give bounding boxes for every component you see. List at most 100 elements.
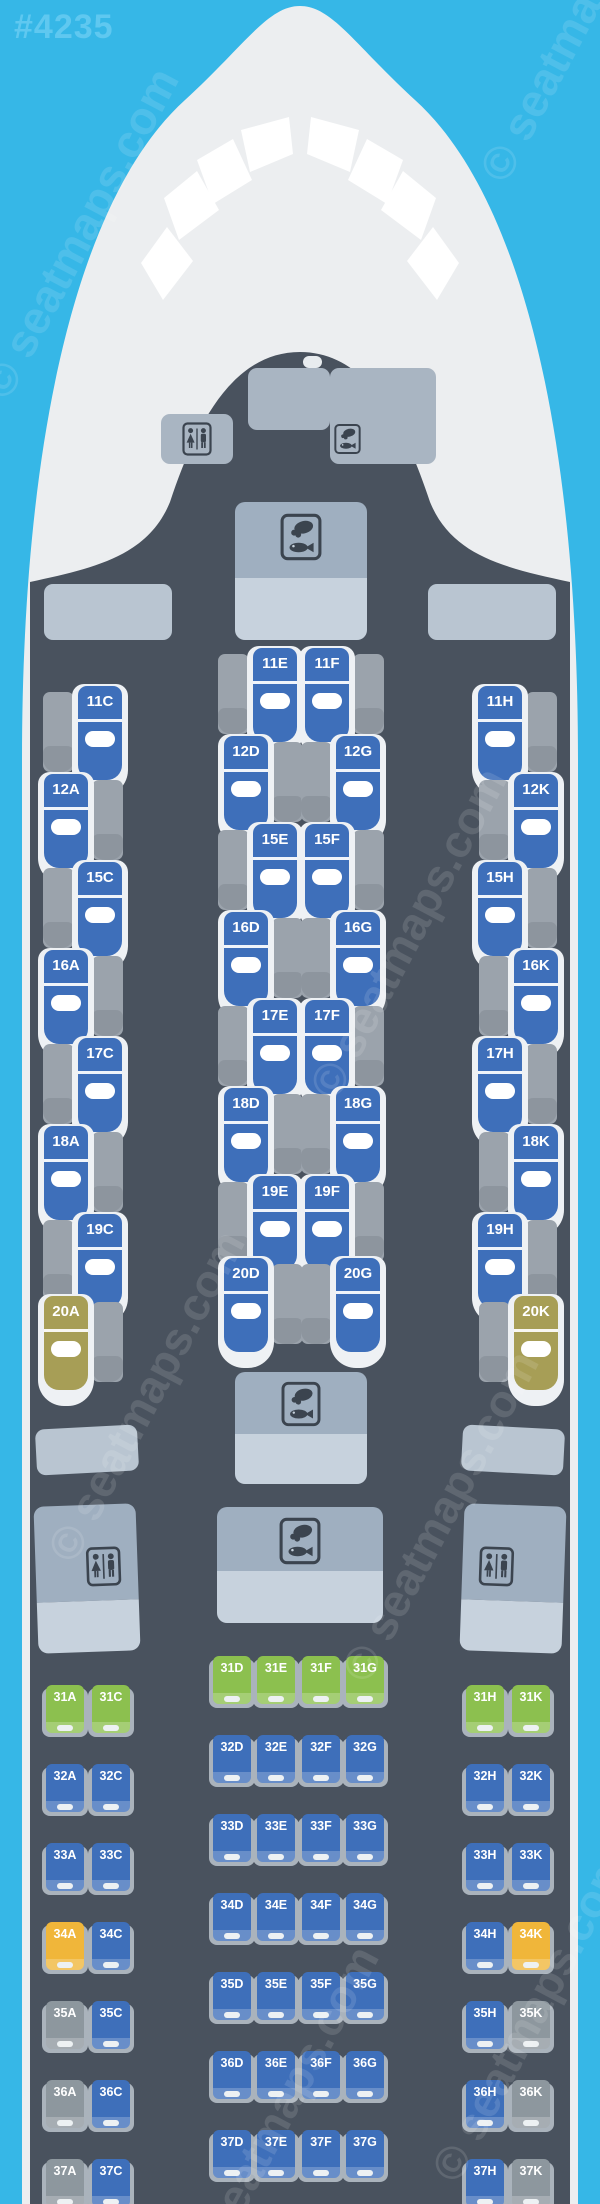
seat-32D[interactable]: 32D <box>209 1735 255 1787</box>
seat-31F[interactable]: 31F <box>298 1656 344 1708</box>
seat-15H[interactable]: 15H <box>472 860 557 972</box>
seat-36A[interactable]: 36A <box>42 2080 88 2132</box>
seat-31A[interactable]: 31A <box>42 1685 88 1737</box>
seat-34D[interactable]: 34D <box>209 1893 255 1945</box>
seat-headrest-pill <box>57 1804 73 1810</box>
seat-headrest-pill <box>224 2170 240 2176</box>
seat-33K[interactable]: 33K <box>508 1843 554 1895</box>
seat-headrest-pill <box>103 2199 119 2204</box>
seat-32C[interactable]: 32C <box>88 1764 134 1816</box>
seat-16K[interactable]: 16K <box>479 948 564 1060</box>
seat-33A[interactable]: 33A <box>42 1843 88 1895</box>
seat-33H[interactable]: 33H <box>462 1843 508 1895</box>
seat-15E[interactable]: 15E <box>218 822 303 934</box>
seat-cushion: 11C <box>78 686 122 780</box>
seat-35A[interactable]: 35A <box>42 2001 88 2053</box>
seat-31C[interactable]: 31C <box>88 1685 134 1737</box>
seat-31G[interactable]: 31G <box>342 1656 388 1708</box>
seat-18A[interactable]: 18A <box>38 1124 123 1236</box>
seat-37E[interactable]: 37E <box>253 2130 299 2182</box>
seat-11C[interactable]: 11C <box>43 684 128 796</box>
seat-34K[interactable]: 34K <box>508 1922 554 1974</box>
seat-label: 35A <box>53 2006 77 2020</box>
seat-34E[interactable]: 34E <box>253 1893 299 1945</box>
seat-35G[interactable]: 35G <box>342 1972 388 2024</box>
seat-16G[interactable]: 16G <box>301 910 386 1022</box>
seat-32A[interactable]: 32A <box>42 1764 88 1816</box>
seat-console <box>526 692 557 772</box>
seat-37A[interactable]: 37A <box>42 2159 88 2204</box>
seat-32G[interactable]: 32G <box>342 1735 388 1787</box>
seat-34H[interactable]: 34H <box>462 1922 508 1974</box>
seat-20D[interactable]: 20D <box>218 1256 303 1368</box>
seat-20A[interactable]: 20A <box>38 1294 123 1406</box>
seat-cushion: 36G <box>346 2051 384 2099</box>
seat-16D[interactable]: 16D <box>218 910 303 1022</box>
seat-12A[interactable]: 12A <box>38 772 123 884</box>
seat-36D[interactable]: 36D <box>209 2051 255 2103</box>
seat-12D[interactable]: 12D <box>218 734 303 846</box>
seat-label: 34K <box>519 1927 543 1941</box>
seat-32E[interactable]: 32E <box>253 1735 299 1787</box>
seat-cushion: 20D <box>224 1258 268 1352</box>
seat-36G[interactable]: 36G <box>342 2051 388 2103</box>
seat-32K[interactable]: 32K <box>508 1764 554 1816</box>
seat-17H[interactable]: 17H <box>472 1036 557 1148</box>
seat-console-footrest <box>479 834 510 860</box>
seat-11H[interactable]: 11H <box>472 684 557 796</box>
seat-16A[interactable]: 16A <box>38 948 123 1060</box>
seat-36C[interactable]: 36C <box>88 2080 134 2132</box>
seat-headrest-pill <box>224 2091 240 2097</box>
seat-33D[interactable]: 33D <box>209 1814 255 1866</box>
seat-36K[interactable]: 36K <box>508 2080 554 2132</box>
seat-37D[interactable]: 37D <box>209 2130 255 2182</box>
seat-12K[interactable]: 12K <box>479 772 564 884</box>
seat-35C[interactable]: 35C <box>88 2001 134 2053</box>
seat-15F[interactable]: 15F <box>299 822 384 934</box>
seat-headrest-pill <box>477 1883 493 1889</box>
seat-18D[interactable]: 18D <box>218 1086 303 1198</box>
seat-11F[interactable]: 11F <box>299 646 384 758</box>
seat-35F[interactable]: 35F <box>298 1972 344 2024</box>
seat-36E[interactable]: 36E <box>253 2051 299 2103</box>
seat-12G[interactable]: 12G <box>301 734 386 846</box>
seat-34C[interactable]: 34C <box>88 1922 134 1974</box>
seat-34G[interactable]: 34G <box>342 1893 388 1945</box>
seat-31K[interactable]: 31K <box>508 1685 554 1737</box>
seat-divider <box>514 807 558 810</box>
seat-32H[interactable]: 32H <box>462 1764 508 1816</box>
seat-17E[interactable]: 17E <box>218 998 303 1110</box>
seat-20G[interactable]: 20G <box>301 1256 386 1368</box>
seat-35K[interactable]: 35K <box>508 2001 554 2053</box>
seat-20K[interactable]: 20K <box>479 1294 564 1406</box>
seat-11E[interactable]: 11E <box>218 646 303 758</box>
seat-34F[interactable]: 34F <box>298 1893 344 1945</box>
seat-33C[interactable]: 33C <box>88 1843 134 1895</box>
seat-37C[interactable]: 37C <box>88 2159 134 2204</box>
seat-35D[interactable]: 35D <box>209 1972 255 2024</box>
seat-divider <box>224 769 268 772</box>
seat-36F[interactable]: 36F <box>298 2051 344 2103</box>
seat-35E[interactable]: 35E <box>253 1972 299 2024</box>
seat-34A[interactable]: 34A <box>42 1922 88 1974</box>
seat-37G[interactable]: 37G <box>342 2130 388 2182</box>
seat-18G[interactable]: 18G <box>301 1086 386 1198</box>
seat-33G[interactable]: 33G <box>342 1814 388 1866</box>
seat-33E[interactable]: 33E <box>253 1814 299 1866</box>
seat-17C[interactable]: 17C <box>43 1036 128 1148</box>
seat-32F[interactable]: 32F <box>298 1735 344 1787</box>
seat-headrest-pill <box>57 1962 73 1968</box>
seat-31E[interactable]: 31E <box>253 1656 299 1708</box>
seat-35H[interactable]: 35H <box>462 2001 508 2053</box>
seat-37F[interactable]: 37F <box>298 2130 344 2182</box>
seat-36H[interactable]: 36H <box>462 2080 508 2132</box>
seat-31D[interactable]: 31D <box>209 1656 255 1708</box>
seat-31H[interactable]: 31H <box>462 1685 508 1737</box>
seat-17F[interactable]: 17F <box>299 998 384 1110</box>
seat-33F[interactable]: 33F <box>298 1814 344 1866</box>
seat-console-footrest <box>272 1148 303 1174</box>
seat-37K[interactable]: 37K <box>508 2159 554 2204</box>
seat-18K[interactable]: 18K <box>479 1124 564 1236</box>
seat-37H[interactable]: 37H <box>462 2159 508 2204</box>
seat-15C[interactable]: 15C <box>43 860 128 972</box>
